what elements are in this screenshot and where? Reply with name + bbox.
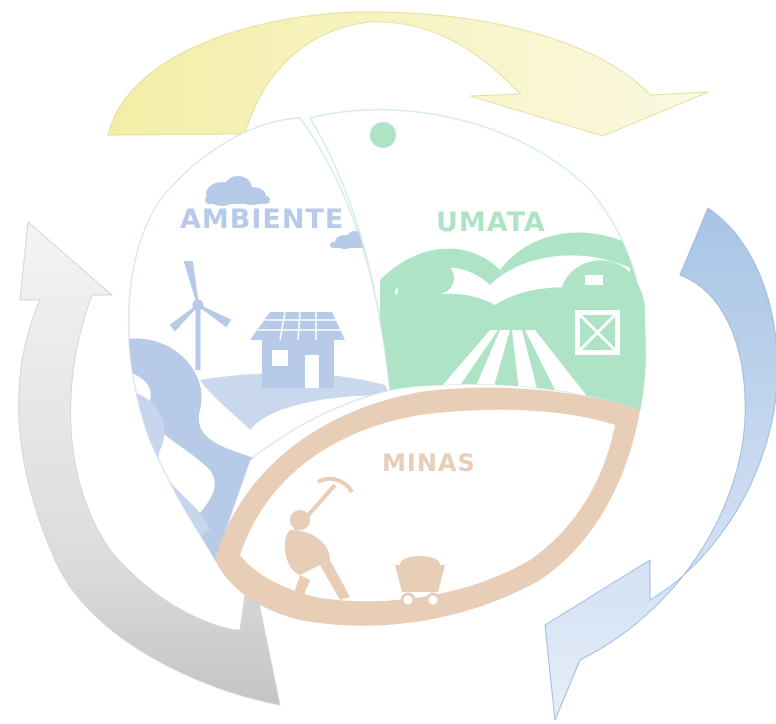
field-rows-icon [430,330,590,400]
umata-segment: UMATA [308,108,647,412]
solar-house-icon [250,311,345,388]
cloud-icon [205,176,270,206]
mine-cart-icon [395,556,445,608]
wind-turbine-icon [169,261,232,370]
umata-label: UMATA [436,207,546,238]
ambiente-label: AMBIENTE [180,204,344,235]
left-arrow [18,220,281,706]
ambiente-segment: AMBIENTE [127,117,391,562]
minas-segment: MINAS [215,387,640,626]
top-arrow [107,11,709,137]
chicken-icon [473,303,547,329]
sun-icon [370,122,396,148]
right-arrow [544,207,776,721]
minas-label: MINAS [382,449,476,477]
tree-icon [391,262,454,350]
barn-icon [560,260,645,360]
small-cloud-icon [330,231,370,249]
miner-icon [284,476,354,605]
